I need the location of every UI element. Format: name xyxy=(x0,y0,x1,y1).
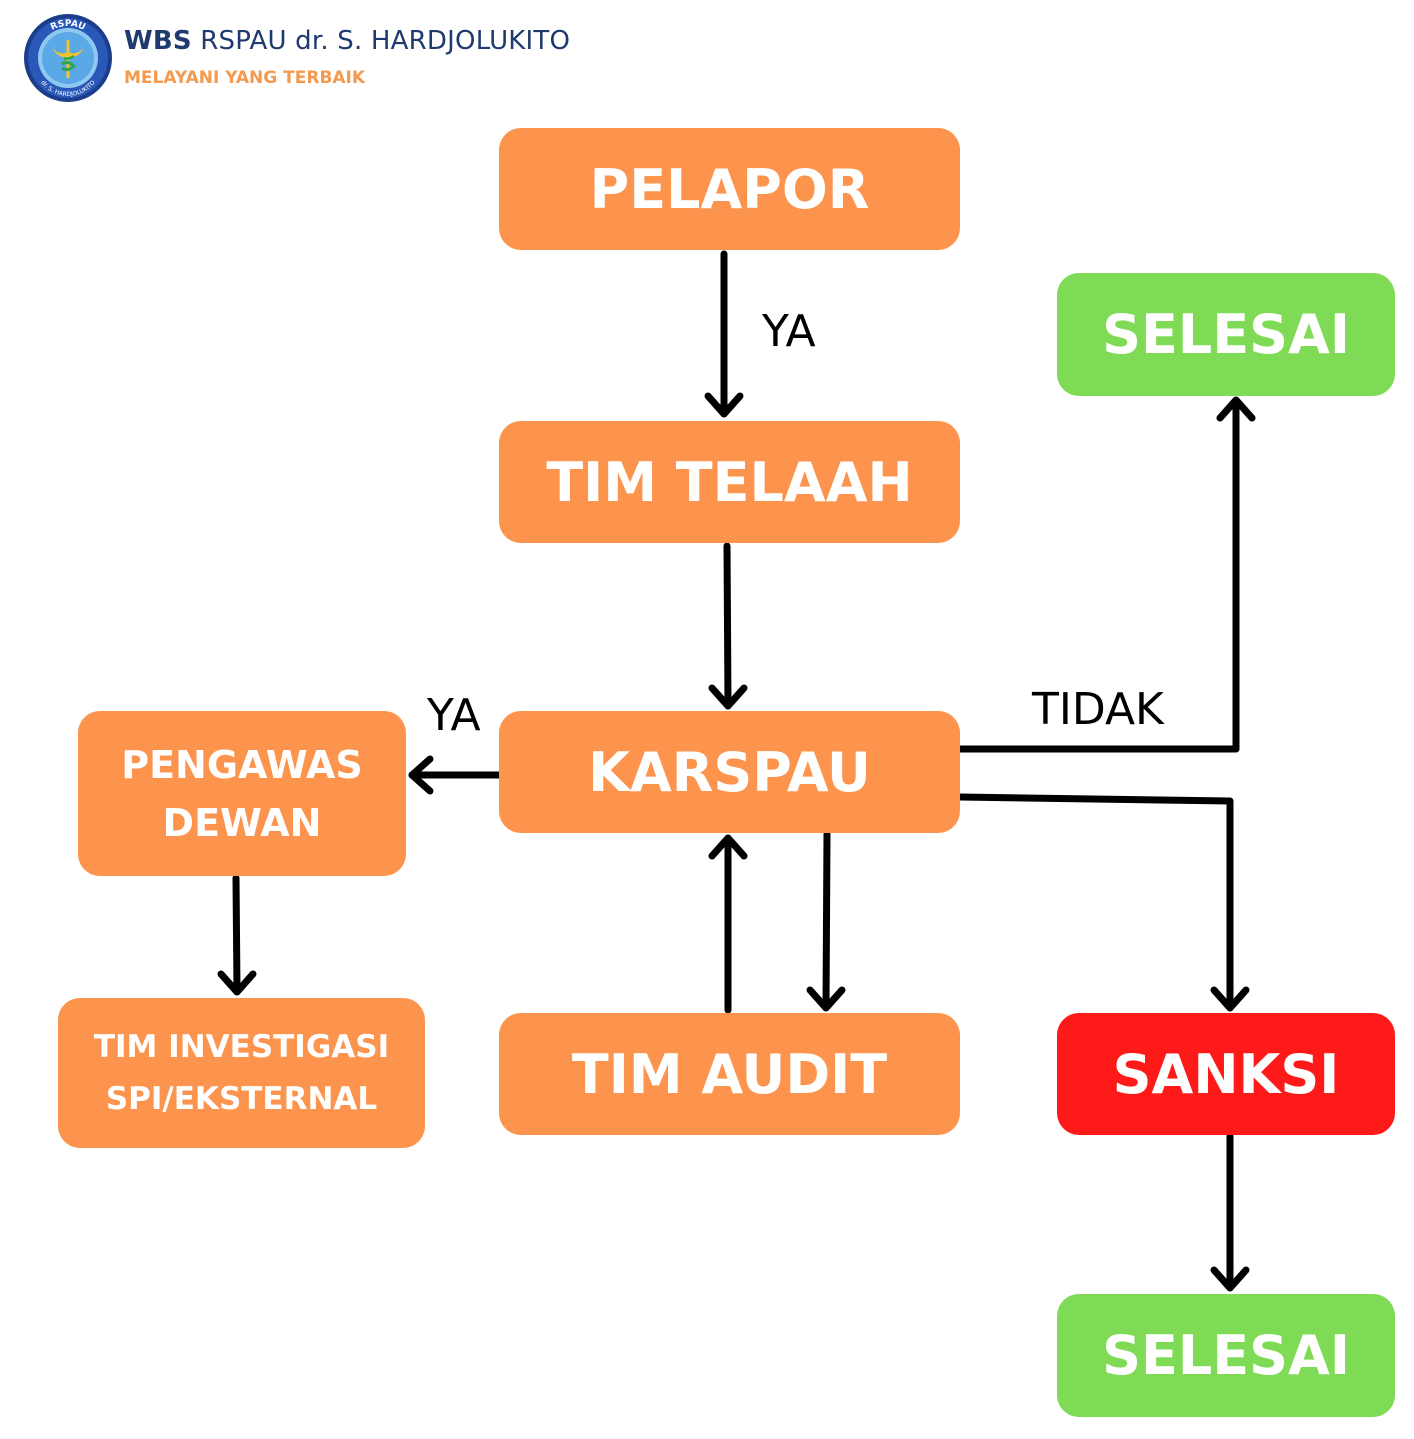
edge-label-ya-1: YA xyxy=(762,306,816,357)
brand-title: WBS RSPAU dr. S. HARDJOLUKITO xyxy=(124,26,570,56)
node-tim-investigasi-line2: SPI/EKSTERNAL xyxy=(105,1081,378,1117)
edge-label-tidak: TIDAK xyxy=(1032,684,1164,735)
node-sanksi: SANKSI xyxy=(1057,1013,1395,1135)
node-selesai-bottom-label: SELESAI xyxy=(1102,1324,1350,1387)
brand-title-bold: WBS xyxy=(124,26,192,56)
logo-ring-text-top: RSPAU xyxy=(49,19,86,33)
header: RSPAU dr. S. HARDJOLUKITO WBS RSPAU dr. … xyxy=(22,12,662,108)
edge-telaah-karspau xyxy=(723,542,732,708)
rspau-logo: RSPAU dr. S. HARDJOLUKITO xyxy=(24,14,112,102)
node-karspau-label: KARSPAU xyxy=(588,740,871,804)
arrowhead-sanksi xyxy=(1210,986,1250,1012)
arrowhead-karspau-up xyxy=(708,834,748,860)
arrowhead-karspau xyxy=(708,684,748,710)
node-tim-investigasi: TIM INVESTIGASI SPI/EKSTERNAL xyxy=(58,998,425,1148)
node-tim-investigasi-line1: TIM INVESTIGASI xyxy=(93,1029,390,1065)
arrowhead-investigasi xyxy=(217,970,257,996)
node-tim-audit-label: TIM AUDIT xyxy=(571,1042,888,1106)
node-sanksi-label: SANKSI xyxy=(1112,1042,1340,1106)
arrowhead-selesai-bottom xyxy=(1210,1266,1250,1292)
edge-pengawas-investigasi xyxy=(232,874,241,994)
node-selesai-bottom: SELESAI xyxy=(1057,1294,1395,1417)
node-pengawas-line1: PENGAWAS xyxy=(121,742,363,787)
edge-karspau-selesai xyxy=(956,398,1240,753)
node-karspau: KARSPAU xyxy=(499,711,960,833)
arrowhead-audit xyxy=(806,986,846,1012)
edge-karspau-audit xyxy=(822,830,831,1010)
arrowhead-selesai-top xyxy=(1216,396,1256,422)
node-pengawas-line2: DEWAN xyxy=(162,800,322,845)
node-tim-telaah: TIM TELAAH xyxy=(499,421,960,543)
node-selesai-top-label: SELESAI xyxy=(1102,303,1350,366)
brand-title-rest: RSPAU dr. S. HARDJOLUKITO xyxy=(200,26,571,56)
node-pelapor-label: PELAPOR xyxy=(589,157,870,221)
arrowhead-telaah xyxy=(704,392,744,418)
edge-label-ya-2: YA xyxy=(427,690,481,741)
node-tim-audit: TIM AUDIT xyxy=(499,1013,960,1135)
node-pelapor: PELAPOR xyxy=(499,128,960,250)
brand-tagline: MELAYANI YANG TERBAIK xyxy=(124,68,366,88)
node-tim-telaah-label: TIM TELAAH xyxy=(546,450,913,514)
node-pengawas-dewan: PENGAWAS DEWAN xyxy=(78,711,406,876)
arrowhead-pengawas xyxy=(408,755,434,795)
node-selesai-top: SELESAI xyxy=(1057,273,1395,396)
edge-karspau-sanksi xyxy=(956,793,1234,1010)
